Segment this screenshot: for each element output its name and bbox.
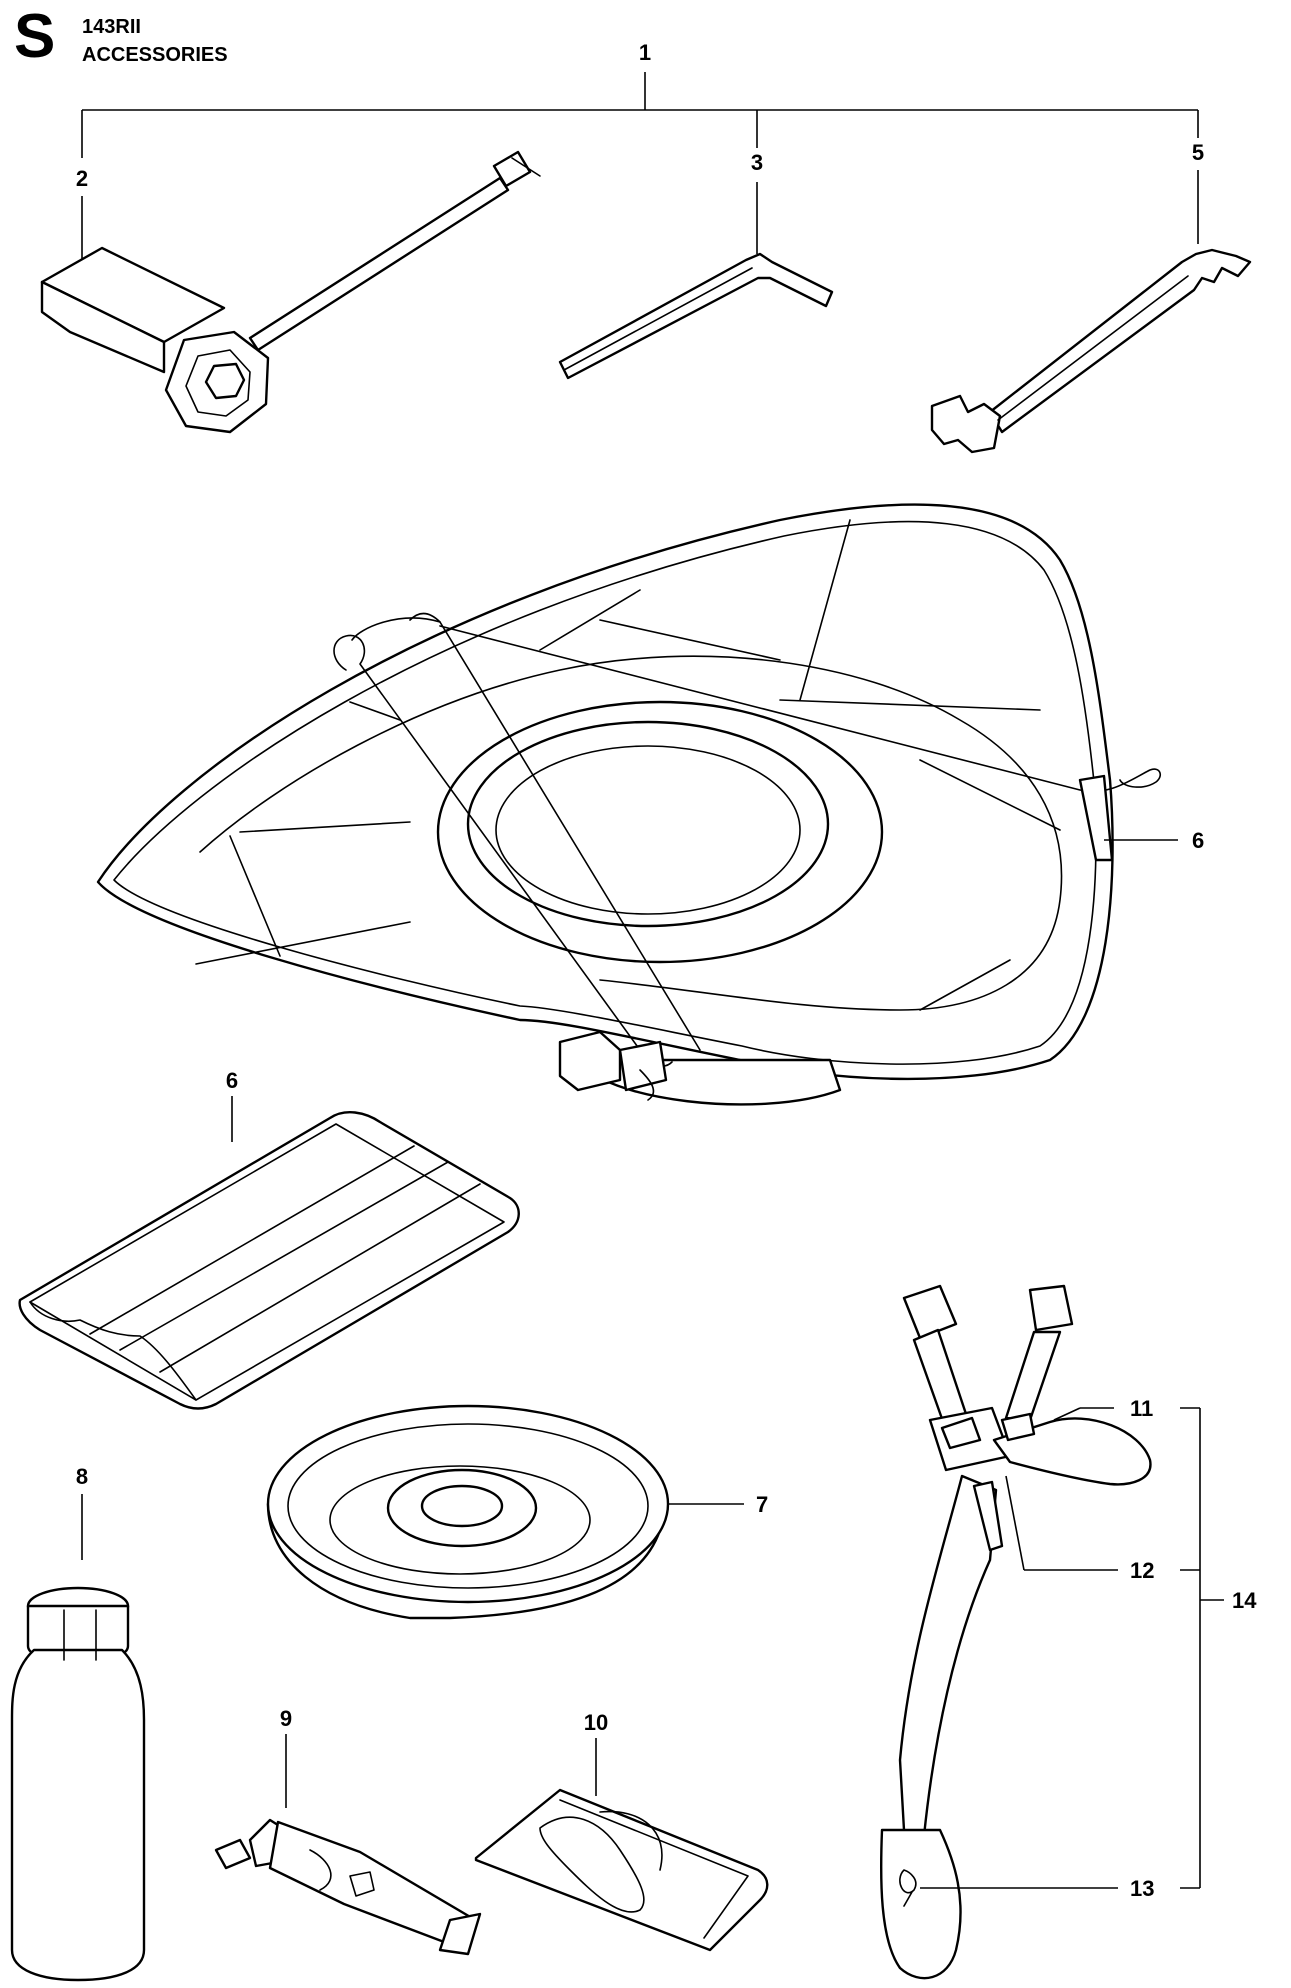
callout-10: 10 — [584, 1710, 608, 1735]
callout-3: 3 — [751, 150, 763, 175]
open-end-spanner — [930, 170, 1252, 454]
callout-6-guard: 6 — [1192, 828, 1204, 853]
section-letter: S — [14, 2, 56, 71]
callout-1: 1 — [639, 40, 651, 65]
callout-8: 8 — [76, 1464, 88, 1489]
callout-9: 9 — [280, 1706, 292, 1731]
callout-14: 14 — [1232, 1588, 1257, 1613]
blade-cover — [18, 1096, 520, 1410]
model-number: 143RII — [82, 16, 141, 38]
callout-2: 2 — [76, 166, 88, 191]
callout-13: 13 — [1130, 1876, 1154, 1901]
callout-7: 7 — [756, 1492, 768, 1517]
bag — [474, 1738, 769, 1952]
kit-leader-tree — [81, 72, 1199, 158]
callout-12: 12 — [1130, 1558, 1154, 1583]
hex-key — [558, 182, 834, 380]
callout-5: 5 — [1192, 140, 1204, 165]
callout-6-cover: 6 — [226, 1068, 238, 1093]
support-cup — [266, 1404, 744, 1620]
blade-guard — [96, 503, 1178, 1106]
harness — [879, 1284, 1224, 1980]
oil-bottle — [10, 1494, 146, 1982]
combination-spanner — [40, 150, 541, 434]
grease-tube — [214, 1734, 482, 1956]
page-title: ACCESSORIES — [82, 44, 228, 66]
callout-11: 11 — [1130, 1396, 1153, 1421]
